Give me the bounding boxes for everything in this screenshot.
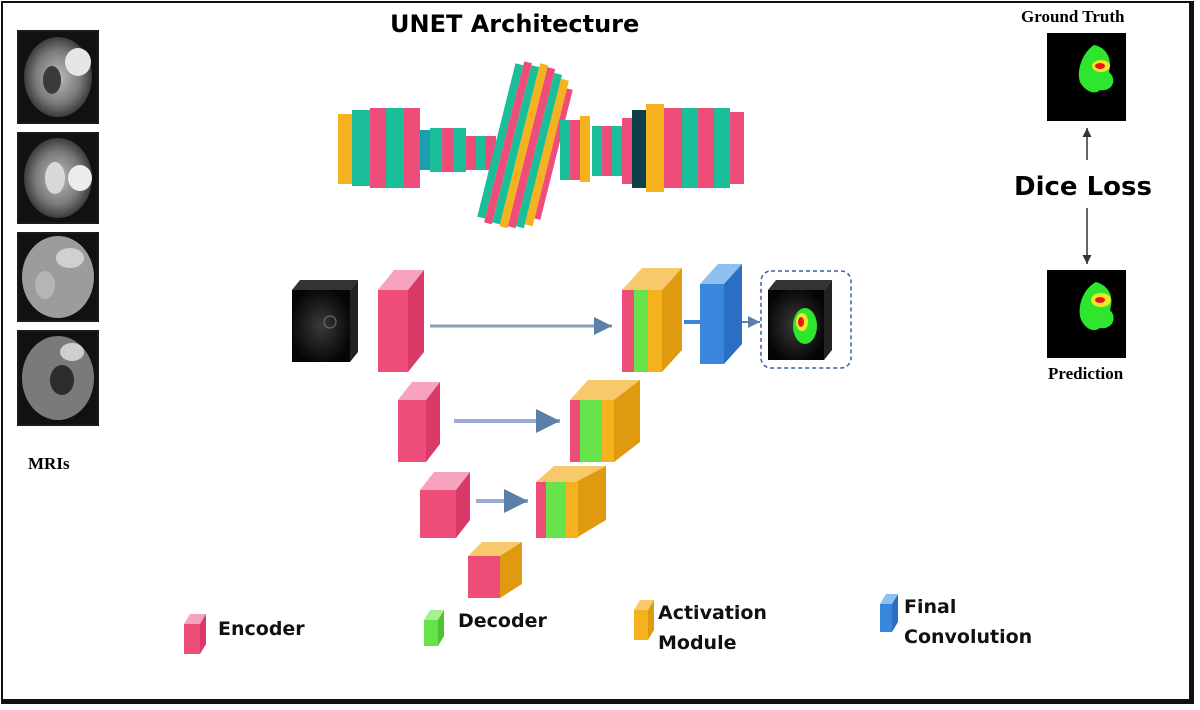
prediction-label: Prediction bbox=[1048, 364, 1124, 383]
dice-loss-label: Dice Loss bbox=[1014, 172, 1152, 202]
encoder-block-3 bbox=[420, 472, 470, 538]
legend-decoder-label: Decoder bbox=[458, 610, 547, 632]
legend-final-convolution-label: Final Convolution bbox=[904, 592, 1032, 652]
ground-truth-label: Ground Truth bbox=[1021, 7, 1125, 26]
prediction-mask bbox=[1047, 270, 1126, 358]
mri-slice-3 bbox=[19, 234, 97, 320]
output-segmentation bbox=[760, 270, 852, 369]
legend-encoder-label: Encoder bbox=[218, 618, 305, 640]
legend-activation-line-1: Activation bbox=[658, 602, 767, 624]
input-scan bbox=[292, 280, 358, 362]
legend-activation-label: Activation Module bbox=[658, 598, 767, 658]
mri-slice-2 bbox=[19, 134, 97, 222]
decoder-block-2 bbox=[570, 380, 640, 462]
legend-swatch-final-convolution bbox=[880, 594, 898, 632]
ground-truth-mask bbox=[1047, 33, 1126, 121]
legend-swatch-activation bbox=[634, 600, 654, 640]
legend-swatch-decoder bbox=[424, 610, 444, 646]
mri-slice-1 bbox=[19, 32, 97, 122]
encoder-block-2 bbox=[398, 382, 440, 462]
mris-label: MRIs bbox=[28, 454, 70, 473]
diagram-title: UNET Architecture bbox=[390, 10, 640, 38]
encoder-block-1 bbox=[378, 270, 424, 372]
legend-swatch-encoder bbox=[184, 614, 206, 654]
decoder-block-1 bbox=[622, 268, 682, 372]
legend-final-line-2: Convolution bbox=[904, 626, 1033, 648]
decoder-block-3 bbox=[536, 466, 606, 538]
final-convolution-block bbox=[700, 264, 742, 364]
legend-activation-line-2: Module bbox=[658, 632, 737, 654]
legend-final-line-1: Final bbox=[904, 596, 957, 618]
mri-strip bbox=[17, 30, 99, 426]
unet-mini-stack bbox=[338, 61, 744, 229]
bottleneck-block bbox=[468, 542, 522, 598]
mri-slice-4 bbox=[19, 332, 97, 424]
